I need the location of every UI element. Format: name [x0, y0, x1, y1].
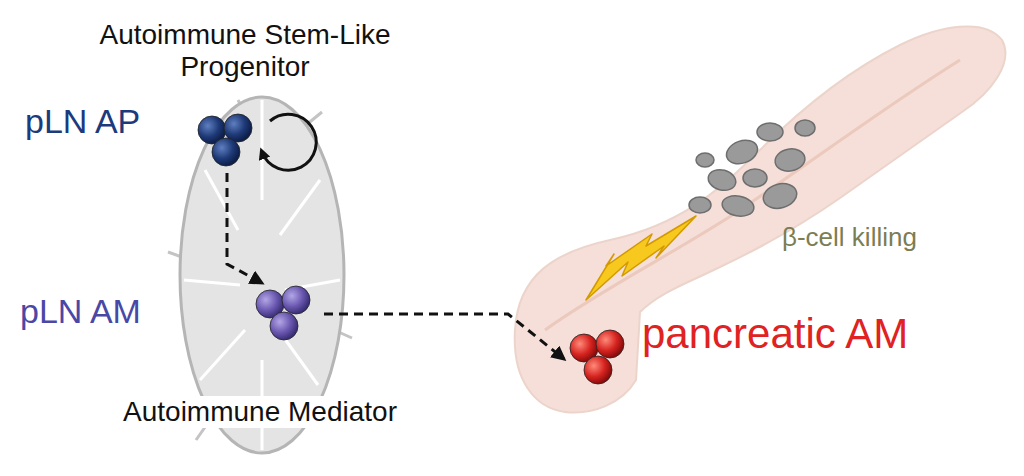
cell-cluster: pLN APAutoimmune Stem-Like Progenitor — [198, 114, 256, 168]
dashed-arrow — [324, 314, 564, 359]
dashed-arrow — [227, 173, 262, 283]
cell-description: Autoimmune Mediator — [106, 396, 414, 428]
cell-balls — [254, 286, 316, 342]
cell-balls — [568, 330, 626, 388]
self-renewal-loop — [262, 114, 316, 170]
cell — [596, 330, 624, 358]
cell-label: pLN AM — [20, 292, 141, 331]
pancreas — [515, 26, 1006, 412]
cell — [584, 356, 612, 384]
cell — [212, 138, 240, 166]
pancreatic-duct — [545, 60, 960, 330]
effect-label: β-cell killing — [782, 222, 917, 253]
cell-label: pLN AP — [25, 102, 140, 141]
cell-cluster: pancreatic AM — [568, 330, 626, 388]
lightning-bolt — [586, 216, 696, 300]
cell — [270, 312, 298, 340]
cell-description: Autoimmune Stem-Like Progenitor — [80, 19, 410, 83]
cell-cluster: pLN AMAutoimmune Mediator — [254, 286, 316, 342]
cell-label: pancreatic AM — [642, 310, 908, 358]
islets — [689, 120, 815, 219]
cell — [282, 286, 310, 314]
cell-balls — [198, 114, 256, 168]
